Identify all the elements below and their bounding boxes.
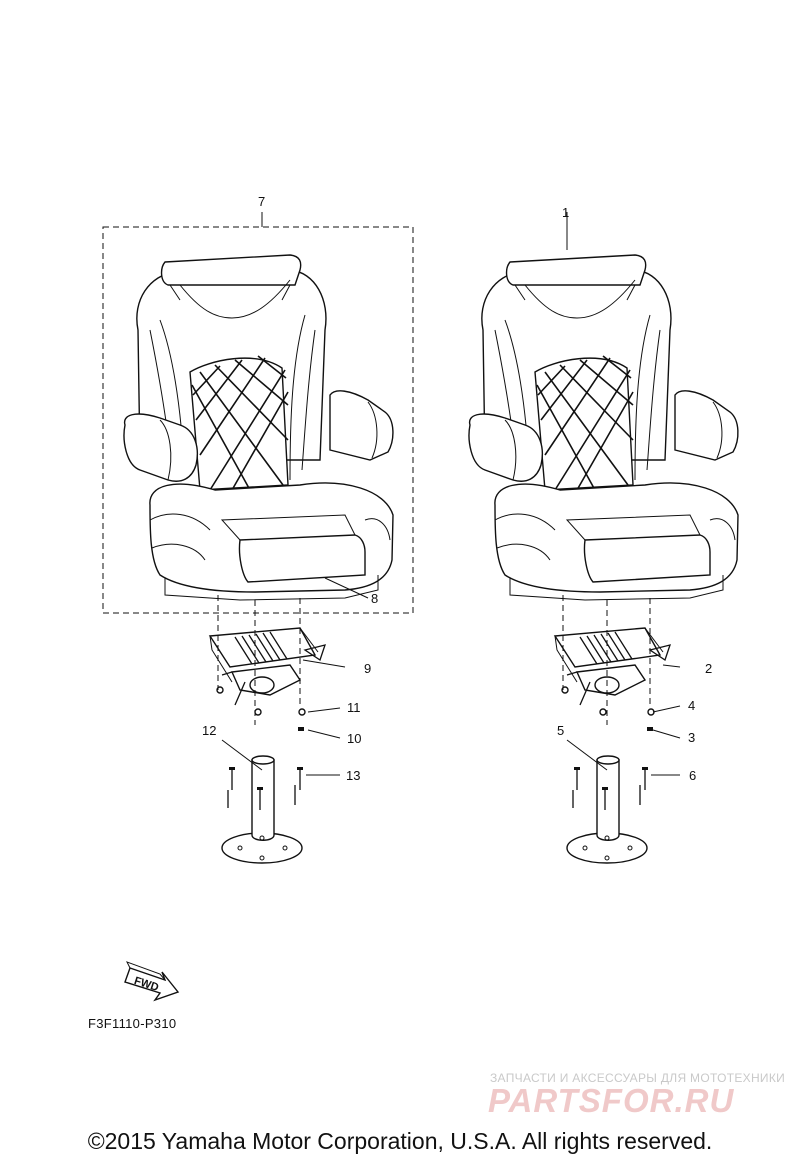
seat-assembly-left bbox=[102, 212, 414, 864]
callout-6: 6 bbox=[689, 768, 696, 783]
callout-11: 11 bbox=[347, 700, 361, 715]
callout-1: 1 bbox=[562, 205, 569, 220]
fwd-arrow-icon: FWD bbox=[124, 961, 180, 1002]
callout-3: 3 bbox=[688, 730, 695, 745]
callout-8: 8 bbox=[371, 591, 378, 606]
callout-12: 12 bbox=[202, 723, 216, 738]
watermark-logo: PARTSFOR.RU bbox=[488, 1082, 735, 1119]
copyright-notice: ©2015 Yamaha Motor Corporation, U.S.A. A… bbox=[87, 1128, 713, 1154]
pedestal-right bbox=[566, 755, 649, 864]
callout-4: 4 bbox=[688, 698, 695, 713]
callout-10: 10 bbox=[347, 731, 361, 746]
seat-left bbox=[123, 254, 394, 601]
callout-2: 2 bbox=[705, 661, 712, 676]
callout-9: 9 bbox=[364, 661, 371, 676]
callout-7: 7 bbox=[258, 194, 265, 209]
swivel-left bbox=[209, 627, 326, 716]
assembly-dashed-frame bbox=[102, 226, 414, 614]
seat-assembly-right bbox=[468, 212, 739, 864]
diagram-code: F3F1110-P310 bbox=[88, 1016, 177, 1031]
callout-5: 5 bbox=[557, 723, 564, 738]
seat-right bbox=[468, 254, 739, 601]
callout-13: 13 bbox=[346, 768, 360, 783]
pedestal-left bbox=[221, 755, 304, 864]
swivel-right bbox=[554, 627, 671, 716]
watermark-tagline: ЗАПЧАСТИ И АКСЕССУАРЫ ДЛЯ МОТОТЕХНИКИ bbox=[490, 1071, 786, 1085]
